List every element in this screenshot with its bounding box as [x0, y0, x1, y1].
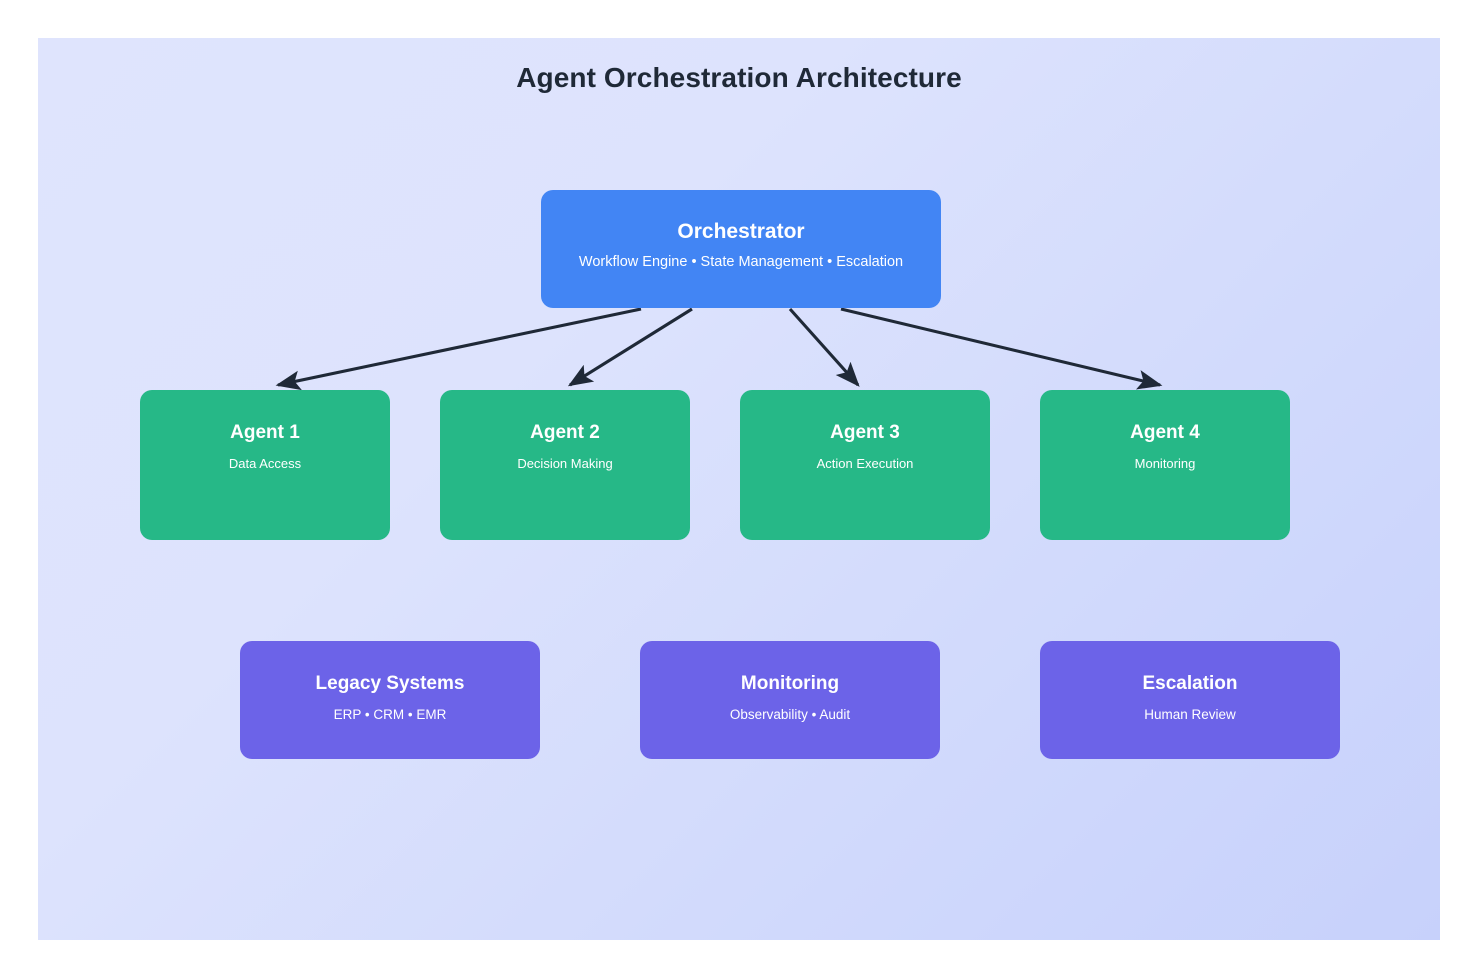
- node-agent-2[interactable]: Agent 2 Decision Making: [440, 390, 690, 540]
- node-escalation[interactable]: Escalation Human Review: [1040, 641, 1340, 759]
- edge-orchestrator-to-agent-4: [840, 307, 1163, 390]
- edge-orchestrator-to-agent-3: [788, 307, 860, 387]
- page-title: Agent Orchestration Architecture: [516, 62, 962, 93]
- node-agent-4-title: Agent 4: [1130, 422, 1200, 443]
- node-agent-2-title: Agent 2: [530, 422, 600, 443]
- node-agent-1-title: Agent 1: [230, 422, 300, 443]
- node-agent-1-subtitle: Data Access: [228, 455, 302, 471]
- node-orchestrator-subtitle: Workflow Engine • State Management • Esc…: [578, 254, 904, 271]
- edge-orchestrator-to-agent-2: [567, 307, 693, 387]
- node-orchestrator[interactable]: Orchestrator Workflow Engine • State Man…: [541, 190, 941, 308]
- edge-orchestrator-to-agent-1: [275, 307, 642, 391]
- node-agent-4[interactable]: Agent 4 Monitoring: [1040, 390, 1290, 540]
- node-monitoring-subtitle: Observability • Audit: [729, 706, 851, 722]
- diagram-canvas: Agent Orchestration Architecture Orchest…: [38, 38, 1440, 940]
- node-agent-3[interactable]: Agent 3 Action Execution: [740, 390, 990, 540]
- node-orchestrator-title: Orchestrator: [677, 220, 805, 243]
- node-agent-2-subtitle: Decision Making: [517, 455, 613, 471]
- node-monitoring-title: Monitoring: [740, 673, 840, 694]
- node-escalation-subtitle: Human Review: [1144, 706, 1236, 722]
- node-agent-3-title: Agent 3: [830, 422, 900, 443]
- node-legacy-systems-subtitle: ERP • CRM • EMR: [333, 706, 447, 722]
- node-agent-1[interactable]: Agent 1 Data Access: [140, 390, 390, 540]
- node-agent-3-subtitle: Action Execution: [816, 455, 914, 471]
- node-legacy-systems[interactable]: Legacy Systems ERP • CRM • EMR: [240, 641, 540, 759]
- node-agent-4-subtitle: Monitoring: [1134, 455, 1196, 471]
- node-monitoring[interactable]: Monitoring Observability • Audit: [640, 641, 940, 759]
- node-escalation-title: Escalation: [1142, 673, 1238, 694]
- node-legacy-systems-title: Legacy Systems: [315, 673, 465, 694]
